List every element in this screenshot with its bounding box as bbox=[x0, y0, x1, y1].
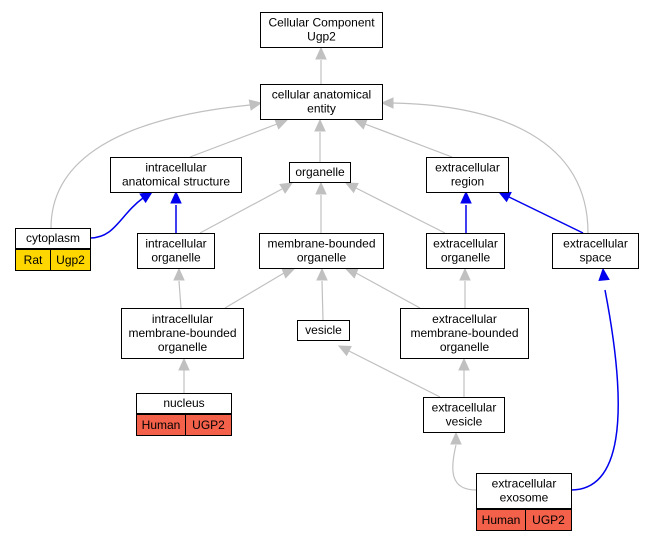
edge-eco-to-organelle bbox=[344, 182, 446, 234]
edge-ecr-to-cae bbox=[353, 118, 453, 158]
edge-nucleus-to-imbo bbox=[178, 357, 190, 393]
node-box bbox=[260, 84, 383, 120]
edge-embo-to-eco bbox=[459, 267, 471, 308]
node-label: organelle bbox=[295, 165, 345, 179]
gene-cell bbox=[525, 509, 572, 531]
node-label: entity bbox=[307, 102, 336, 116]
node-box bbox=[426, 157, 509, 193]
node-box bbox=[137, 233, 215, 269]
edge-imbo-to-io bbox=[173, 267, 185, 309]
edge-io-to-organelle bbox=[199, 182, 294, 234]
node-label: vesicle bbox=[305, 323, 342, 337]
node-label: membrane-bounded bbox=[410, 326, 518, 340]
node-label: space bbox=[579, 251, 611, 265]
edge-ecv-to-vesicle bbox=[337, 345, 441, 398]
node-box bbox=[423, 397, 505, 433]
edge-io-to-ias bbox=[170, 190, 182, 233]
node-box bbox=[297, 320, 350, 341]
node-box bbox=[259, 233, 384, 269]
node-box bbox=[289, 162, 351, 183]
node-label: membrane-bounded bbox=[128, 326, 236, 340]
node-box bbox=[110, 157, 242, 193]
node-box bbox=[136, 393, 232, 414]
species-label: Human bbox=[142, 418, 181, 432]
edge-ecs-to-ecr bbox=[497, 191, 584, 234]
edge-ecs-to-cae bbox=[380, 97, 589, 234]
node-label: organelle bbox=[297, 251, 347, 265]
node-label: Ugp2 bbox=[307, 30, 336, 44]
node-label: intracellular bbox=[145, 237, 206, 251]
node-label: exosome bbox=[500, 491, 549, 505]
node-label: vesicle bbox=[446, 415, 483, 429]
edge-cytoplasm-to-cae bbox=[50, 99, 263, 229]
node-label: organelle bbox=[158, 340, 208, 354]
node-box bbox=[15, 228, 91, 249]
node-label: intracellular bbox=[152, 312, 213, 326]
edge-cae-to-root bbox=[315, 46, 327, 84]
node-label: region bbox=[451, 175, 484, 189]
edge-organelle-to-cae bbox=[314, 118, 326, 162]
node-box bbox=[121, 308, 244, 359]
node-label: cytoplasm bbox=[26, 231, 80, 245]
node-organelle[interactable]: organelle bbox=[289, 162, 351, 183]
node-label: extracellular bbox=[433, 237, 498, 251]
node-box bbox=[552, 233, 639, 269]
node-label: anatomical structure bbox=[122, 175, 230, 189]
gene-label: Ugp2 bbox=[56, 253, 85, 267]
edge-exo-to-ecv bbox=[450, 431, 477, 491]
node-label: organelle bbox=[441, 251, 491, 265]
species-label: Human bbox=[482, 513, 521, 527]
node-label: extracellular bbox=[432, 312, 497, 326]
edge-exo-to-ecs bbox=[570, 267, 619, 491]
gene-cell bbox=[50, 249, 91, 271]
node-box bbox=[400, 308, 529, 359]
edge-ecv-to-embo bbox=[458, 357, 470, 397]
node-label: extracellular bbox=[492, 477, 557, 491]
edges-layer bbox=[50, 46, 619, 491]
node-label: cellular anatomical bbox=[272, 88, 371, 102]
node-label: extracellular bbox=[432, 401, 497, 415]
node-box bbox=[426, 233, 505, 269]
edge-eco-to-ecr bbox=[460, 190, 472, 233]
species-label: Rat bbox=[24, 253, 43, 267]
node-label: organelle bbox=[440, 340, 490, 354]
node-label: nucleus bbox=[163, 396, 204, 410]
node-vesicle[interactable]: vesicle bbox=[297, 320, 350, 341]
node-box bbox=[476, 473, 572, 509]
node-label: extracellular bbox=[563, 237, 628, 251]
gene-label: UGP2 bbox=[192, 418, 225, 432]
node-label: organelle bbox=[151, 251, 201, 265]
node-label: intracellular bbox=[145, 161, 206, 175]
node-label: Cellular Component bbox=[268, 16, 375, 30]
edge-imbo-to-mbo bbox=[224, 267, 296, 309]
node-label: membrane-bounded bbox=[267, 237, 375, 251]
edge-vesicle-to-mbo bbox=[316, 267, 328, 321]
edge-ias-to-cae bbox=[189, 118, 289, 158]
node-box bbox=[260, 12, 383, 48]
edge-mbo-to-organelle bbox=[315, 181, 327, 233]
edge-cytoplasm-to-ias bbox=[89, 191, 154, 239]
edge-embo-to-mbo bbox=[344, 267, 421, 309]
node-label: extracellular bbox=[435, 161, 500, 175]
gene-label: UGP2 bbox=[532, 513, 565, 527]
gene-cell bbox=[185, 414, 232, 436]
